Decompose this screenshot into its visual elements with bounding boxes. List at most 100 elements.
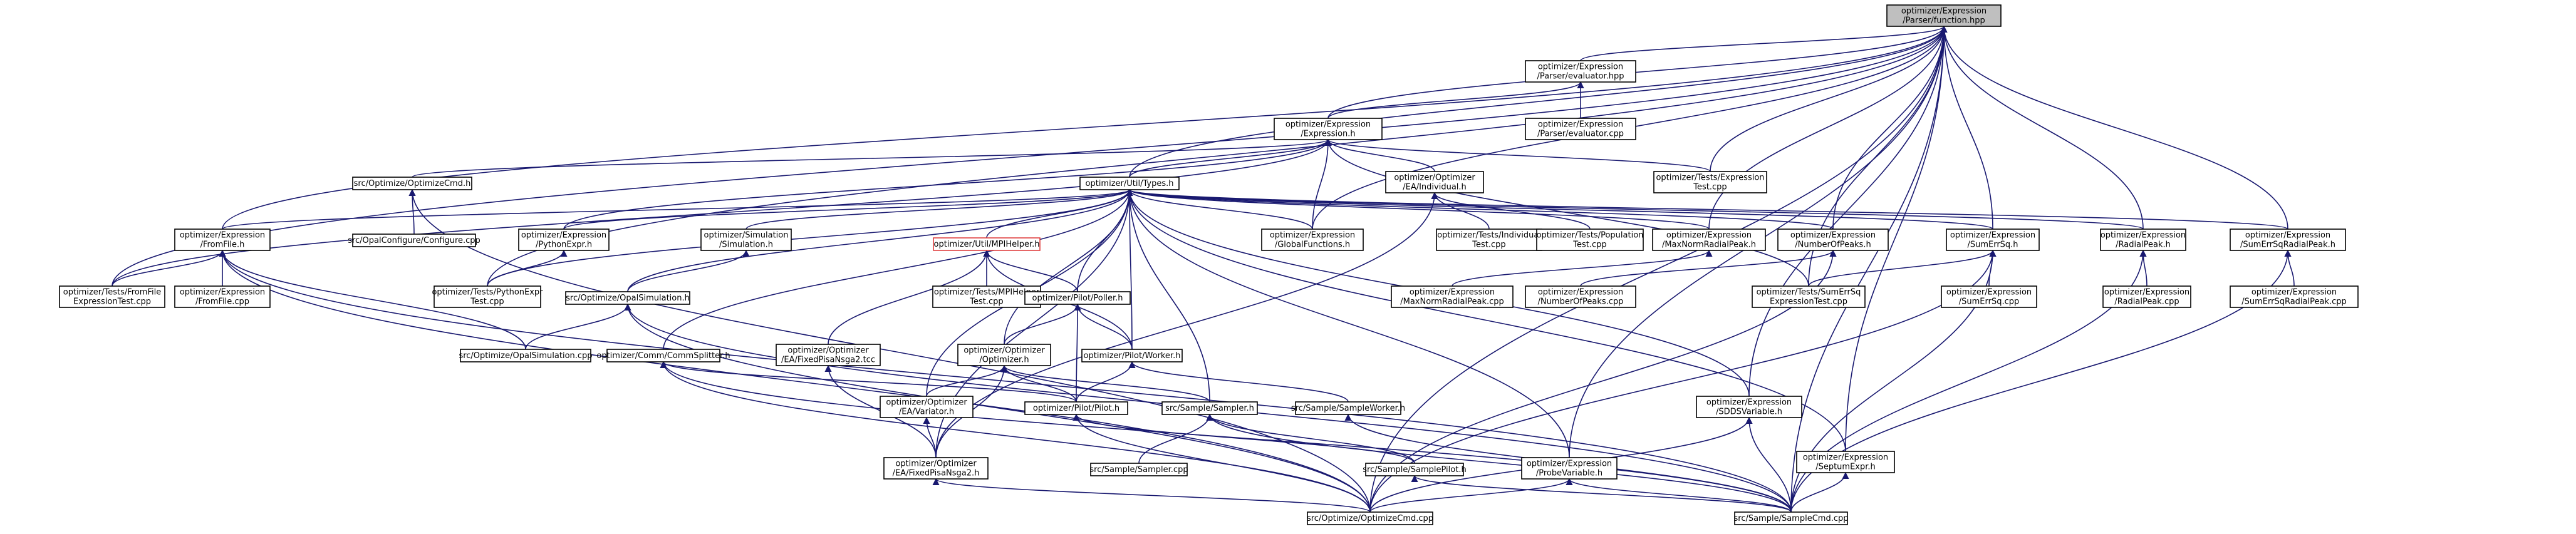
file-node-label: /EA/Variator.h xyxy=(899,408,954,417)
file-node-n45[interactable]: src/Sample/SamplePilot.h xyxy=(1363,463,1467,476)
file-node-n15[interactable]: optimizer/Expression/SumErrSq.h xyxy=(1946,228,2040,251)
file-node-n44[interactable]: src/Sample/Sampler.cpp xyxy=(1089,463,1188,476)
file-node-n49[interactable]: src/Sample/SampleCmd.cpp xyxy=(1733,511,1849,525)
file-node-n47[interactable]: optimizer/Expression/SeptumExpr.h xyxy=(1796,451,1895,473)
file-node-n27[interactable]: optimizer/Expression/MaxNormRadialPeak.c… xyxy=(1391,285,1514,308)
edge-n49-to-n42 xyxy=(1745,416,1792,513)
file-node-box xyxy=(1024,401,1128,415)
file-node-box xyxy=(352,234,476,247)
file-node-box xyxy=(1886,4,2002,27)
file-node-box xyxy=(565,291,690,305)
file-node-n22[interactable]: optimizer/Simulation/Simulation.h xyxy=(700,228,792,251)
edge-n29-to-n3 xyxy=(1324,138,1809,287)
edge-n48-to-n43 xyxy=(932,478,1371,513)
file-node-n43[interactable]: optimizer/Optimizer/EA/FixedPisaNsga2.h xyxy=(883,457,989,480)
edge-n40-to-n34 xyxy=(660,361,1077,403)
file-node-n33[interactable]: src/Optimize/OpalSimulation.cpp xyxy=(459,349,593,362)
file-node-n46[interactable]: optimizer/Expression/ProbeVariable.h xyxy=(1521,457,1618,480)
file-node-n19[interactable]: optimizer/Tests/FromFileExpressionTest.c… xyxy=(59,285,165,308)
file-node-n1[interactable]: optimizer/Expression/Parser/evaluator.hp… xyxy=(1525,60,1636,83)
edge-n48-to-n34 xyxy=(660,361,1371,513)
file-node-label: optimizer/Expression xyxy=(1538,288,1623,297)
file-node-label: /FromFile.cpp xyxy=(195,297,249,307)
edge-n17-to-n8 xyxy=(1126,188,2288,230)
file-node-n0[interactable]: optimizer/Expression/Parser/function.hpp xyxy=(1886,4,2002,27)
dependency-edges xyxy=(112,25,2295,513)
edge-n27-to-n13 xyxy=(1452,249,1713,287)
file-node-n29[interactable]: optimizer/Tests/SumErrSqExpressionTest.c… xyxy=(1752,285,1866,308)
file-node-n34[interactable]: optimizer/Comm/CommSplitter.h xyxy=(596,349,730,362)
edge-n47-to-n0 xyxy=(1845,25,1948,452)
edge-n12-to-n7 xyxy=(1431,192,1591,230)
file-node-box xyxy=(1079,177,1180,190)
file-node-n35[interactable]: optimizer/Optimizer/EA/FixedPisaNsga2.tc… xyxy=(776,344,881,366)
file-node-label: /NumberOfPeaks.h xyxy=(1795,240,1871,250)
file-node-box xyxy=(518,228,610,251)
file-node-n48[interactable]: src/Optimize/OptimizeCmd.cpp xyxy=(1307,511,1433,525)
file-node-box xyxy=(2230,285,2359,308)
file-node-box xyxy=(174,285,271,308)
file-node-label: optimizer/Util/Types.h xyxy=(1086,179,1174,188)
file-node-label: ExpressionTest.cpp xyxy=(1770,297,1847,307)
file-node-box xyxy=(1525,60,1636,83)
file-node-n26[interactable]: optimizer/Pilot/Poller.h xyxy=(1024,291,1131,305)
file-node-n20[interactable]: optimizer/Expression/FromFile.cpp xyxy=(174,285,271,308)
file-node-n39[interactable]: optimizer/Optimizer/EA/Variator.h xyxy=(880,396,974,418)
edge-n48-to-n46 xyxy=(1369,478,1573,513)
file-node-n31[interactable]: optimizer/Expression/RadialPeak.cpp xyxy=(2102,285,2191,308)
file-node-label: Test.cpp xyxy=(969,297,1003,307)
file-node-n14[interactable]: optimizer/Expression/NumberOfPeaks.h xyxy=(1777,228,1889,251)
file-node-n36[interactable]: optimizer/Optimizer/Optimizer.h xyxy=(957,344,1051,366)
file-node-n8[interactable]: optimizer/Util/Types.h xyxy=(1079,177,1180,190)
file-node-n42[interactable]: optimizer/Expression/SDDSVariable.h xyxy=(1696,396,1802,418)
file-node-n4[interactable]: optimizer/Tests/ExpressionTest.cpp xyxy=(1653,171,1767,193)
file-node-label: optimizer/Optimizer xyxy=(1394,173,1475,183)
edge-n17-to-n0 xyxy=(1940,25,2288,230)
edge-n49-to-n34 xyxy=(660,361,1792,513)
file-node-label: /RadialPeak.h xyxy=(2116,240,2171,250)
file-node-label: optimizer/Expression xyxy=(1946,288,2032,297)
file-node-label: /SeptumExpr.h xyxy=(1815,463,1876,472)
file-node-box xyxy=(434,285,541,308)
file-node-label: optimizer/Expression xyxy=(1538,63,1623,72)
file-node-label: optimizer/Tests/PythonExpr xyxy=(432,288,543,297)
file-node-n3[interactable]: optimizer/Expression/Expression.h xyxy=(1274,118,1383,140)
file-node-label: optimizer/Tests/MPIHelper xyxy=(934,288,1040,297)
file-node-n37[interactable]: optimizer/Pilot/Worker.h xyxy=(1081,349,1183,362)
file-node-box xyxy=(1081,349,1183,362)
file-node-n2[interactable]: optimizer/Expression/Parser/evaluator.cp… xyxy=(1525,118,1636,140)
file-node-n6[interactable]: src/OpalConfigure/Configure.cpp xyxy=(348,234,480,247)
file-node-label: /RadialPeak.cpp xyxy=(2114,297,2179,307)
file-node-label: optimizer/Expression xyxy=(2245,231,2330,240)
file-node-n41[interactable]: src/Sample/Sampler.h xyxy=(1161,401,1258,415)
file-node-n13[interactable]: optimizer/Expression/MaxNormRadialPeak.h xyxy=(1652,228,1766,251)
file-node-n10[interactable]: optimizer/Expression/GlobalFunctions.h xyxy=(1261,228,1364,251)
file-node-n16[interactable]: optimizer/Expression/RadialPeak.h xyxy=(2100,228,2186,251)
file-node-n38[interactable]: src/Sample/SampleWorker.h xyxy=(1291,401,1405,415)
file-node-label: src/Optimize/OpalSimulation.cpp xyxy=(459,351,592,361)
file-node-n32[interactable]: optimizer/Expression/SumErrSqRadialPeak.… xyxy=(2230,285,2359,308)
file-node-n24[interactable]: src/Optimize/OpalSimulation.h xyxy=(565,291,690,305)
file-node-n17[interactable]: optimizer/Expression/SumErrSqRadialPeak.… xyxy=(2230,228,2346,251)
file-node-n7[interactable]: optimizer/Optimizer/EA/Individual.h xyxy=(1385,171,1484,193)
file-node-label: src/Sample/Sampler.h xyxy=(1165,404,1254,413)
file-node-box xyxy=(883,457,989,480)
file-node-n21[interactable]: optimizer/Util/MPIHelper.h xyxy=(933,237,1041,251)
file-node-n5[interactable]: src/Optimize/OptimizeCmd.h xyxy=(352,177,472,190)
file-node-n9[interactable]: optimizer/Expression/PythonExpr.h xyxy=(518,228,610,251)
file-node-label: /Optimizer.h xyxy=(979,356,1029,365)
edge-n1-to-n0 xyxy=(1580,25,1948,61)
file-node-label: optimizer/Optimizer xyxy=(886,398,967,408)
file-node-label: src/OpalConfigure/Configure.cpp xyxy=(348,236,480,245)
file-node-n40[interactable]: optimizer/Pilot/Pilot.h xyxy=(1024,401,1128,415)
file-node-label: optimizer/Tests/Expression xyxy=(1656,173,1764,183)
file-node-box xyxy=(2102,285,2191,308)
edge-n9-to-n8 xyxy=(563,188,1133,230)
file-node-n18[interactable]: optimizer/Expression/FromFile.h xyxy=(174,228,271,251)
file-node-n30[interactable]: optimizer/Expression/SumErrSq.cpp xyxy=(1941,285,2037,308)
file-node-n28[interactable]: optimizer/Expression/NumberOfPeaks.cpp xyxy=(1525,285,1636,308)
